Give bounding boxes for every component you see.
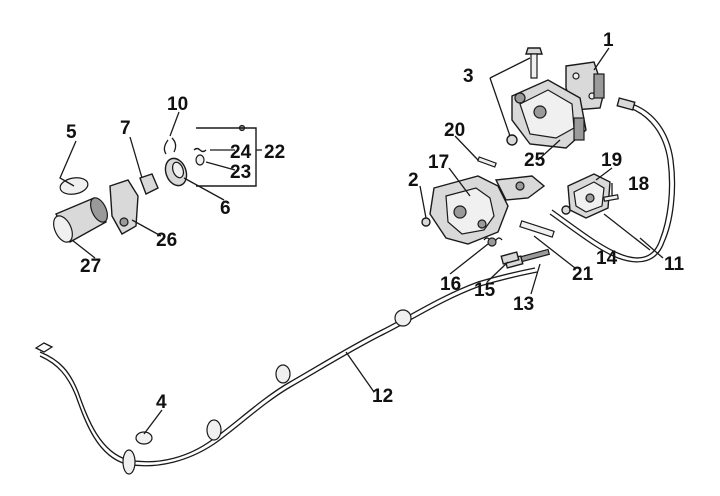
callout-15: 15 (474, 280, 496, 301)
callout-2: 2 (408, 170, 419, 191)
callout-12: 12 (372, 386, 393, 407)
callout-17: 17 (428, 152, 449, 173)
callout-20: 20 (444, 120, 465, 141)
actuator-19 (567, 173, 611, 219)
handle-housing-27 (53, 197, 108, 243)
washer-23 (195, 154, 205, 166)
bolt-3 (506, 134, 518, 146)
cable-clip (275, 364, 291, 384)
leader-lines (59, 47, 664, 435)
spring-16 (483, 237, 503, 247)
callout-16: 16 (440, 274, 461, 295)
cable-clip (122, 449, 136, 475)
callout-27: 27 (80, 256, 101, 277)
callout-6: 6 (220, 198, 231, 219)
callout-11: 11 (664, 254, 685, 275)
pin-14 (561, 205, 571, 215)
rod-21 (519, 220, 555, 238)
callout-14: 14 (596, 248, 618, 269)
callout-25: 25 (524, 150, 546, 171)
callout-labels: 1 3 20 25 19 17 2 18 14 11 21 16 15 13 1… (66, 30, 685, 413)
callout-7: 7 (120, 118, 131, 139)
sleeve-7 (139, 173, 159, 195)
screw-20 (477, 156, 497, 168)
bolt-3 (525, 47, 543, 79)
callout-19: 19 (601, 150, 622, 171)
bracket-25 (511, 79, 587, 149)
bracket-26 (109, 179, 139, 235)
clip-15 (500, 251, 520, 265)
callout-13: 13 (513, 294, 534, 315)
spring-clip-10 (163, 137, 177, 155)
cable-12 (34, 248, 551, 475)
kit-bracket-22 (196, 127, 257, 187)
callout-26: 26 (156, 230, 177, 251)
cable-11 (549, 97, 676, 263)
callout-4: 4 (156, 392, 167, 413)
callout-18: 18 (628, 174, 649, 195)
screw-18 (603, 194, 619, 202)
spring-24 (193, 147, 207, 153)
callout-23: 23 (230, 162, 251, 183)
callout-24: 24 (230, 142, 252, 163)
screw-2 (421, 217, 431, 227)
callout-22: 22 (264, 142, 285, 163)
callout-5: 5 (66, 122, 77, 143)
latch-17 (429, 175, 509, 245)
callout-10: 10 (167, 94, 188, 115)
bracket-plate (494, 175, 546, 201)
callout-1: 1 (603, 30, 614, 51)
clip-4 (135, 431, 153, 445)
callout-21: 21 (572, 264, 594, 285)
cable-clip (206, 419, 222, 441)
callout-3: 3 (463, 66, 474, 87)
lock-cylinder-6 (164, 157, 188, 187)
cable-clip (394, 309, 412, 327)
